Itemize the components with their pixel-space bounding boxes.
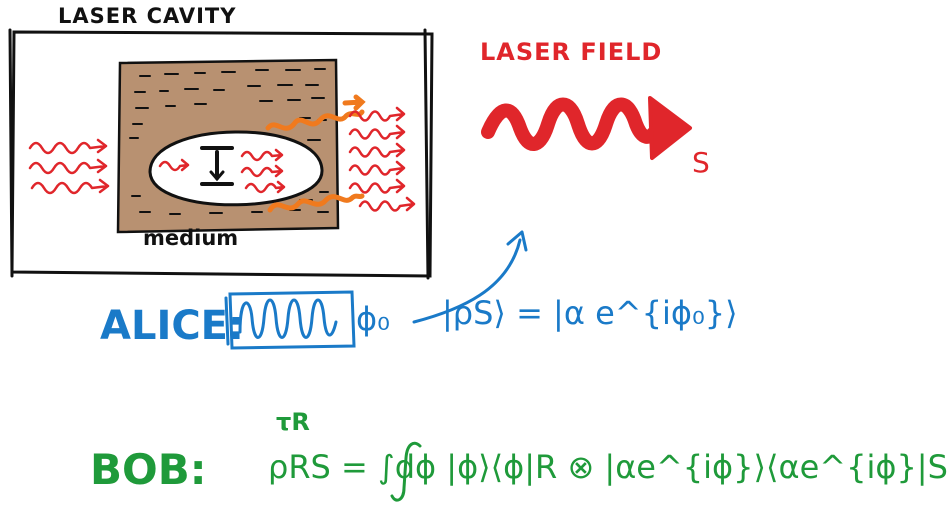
bob-label: BOB:: [90, 445, 207, 494]
laser-cavity-box: [8, 28, 434, 280]
blue-arrow: [412, 230, 528, 324]
alice-label: ALICE:: [100, 303, 245, 349]
laser-field-label: LASER FIELD: [480, 38, 663, 66]
red-photon-waves: [28, 106, 416, 212]
system-s-label: S: [692, 146, 710, 179]
atom-ellipse: [148, 130, 324, 207]
laser-field-wave: [481, 96, 692, 160]
laser-cavity-label: LASER CAVITY: [58, 4, 237, 28]
integral-sign: [390, 441, 422, 502]
reference-frame-label: τR: [276, 408, 310, 436]
medium-label: medium: [143, 226, 239, 250]
phase-label: ϕ₀: [356, 300, 390, 338]
alice-state-formula: |ρS⟩ = |α e^{iϕ₀}⟩: [442, 294, 738, 332]
bob-state-formula: ρRS = ∫dϕ |ϕ⟩⟨ϕ|R ⊗ |αe^{iϕ}⟩⟨αe^{iϕ}|S: [268, 448, 948, 486]
alice-pulse-box: [224, 290, 356, 350]
diagram-drawing: [8, 28, 692, 502]
diagram-canvas: LASER CAVITY medium LASER FIELD S ALICE:…: [8, 4, 948, 502]
